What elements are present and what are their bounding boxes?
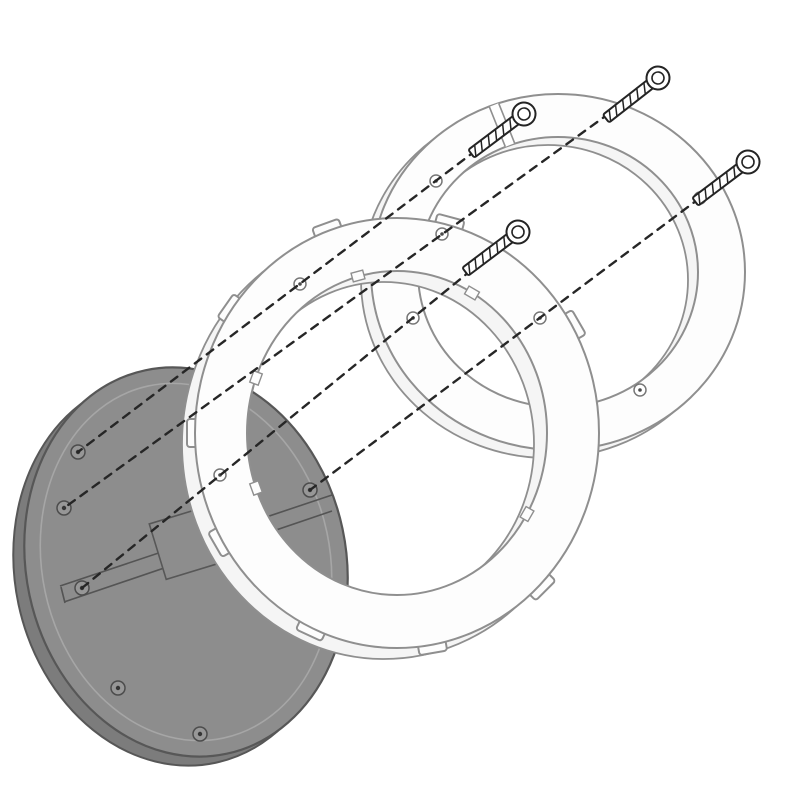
assembly-guide-line bbox=[76, 112, 526, 454]
screw-hole bbox=[192, 726, 208, 742]
ring-tooth bbox=[248, 369, 264, 387]
ring-tooth bbox=[248, 479, 264, 497]
assembly-guide-line bbox=[80, 230, 520, 590]
ring-tooth bbox=[463, 285, 481, 301]
ring-tooth bbox=[350, 269, 366, 283]
screw-hole bbox=[110, 680, 126, 696]
ring-teeth bbox=[248, 269, 535, 523]
assembly-guide-line bbox=[308, 160, 750, 492]
adapter-ring bbox=[181, 213, 601, 660]
ring-tooth bbox=[519, 505, 535, 523]
assembly-guide-lines bbox=[62, 76, 750, 590]
disc-rim-line bbox=[39, 382, 333, 742]
screw-hole bbox=[633, 383, 647, 397]
assembly-guide-line bbox=[62, 76, 660, 510]
